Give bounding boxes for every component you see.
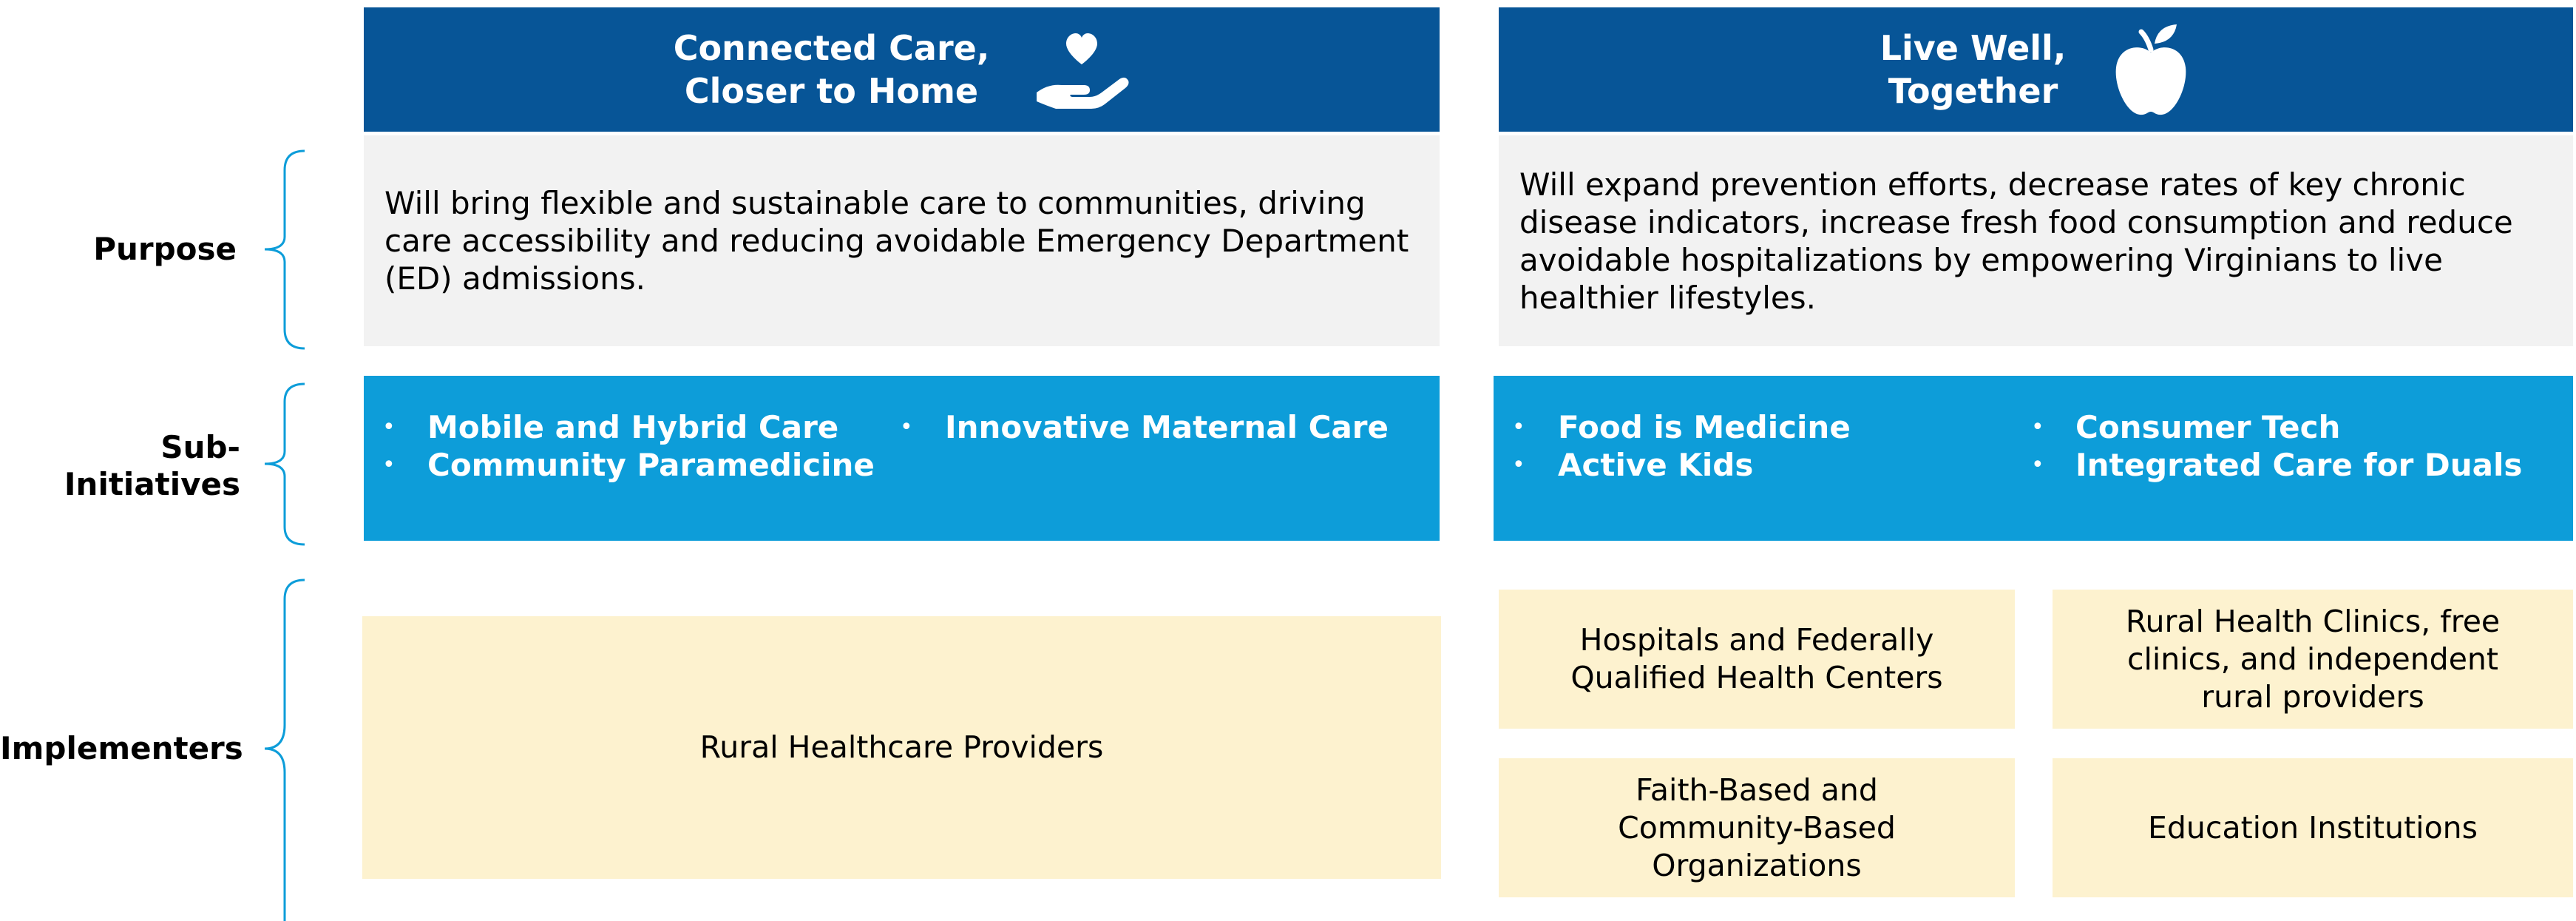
- implementer-label: Education Institutions: [2147, 809, 2478, 846]
- right-implementer-box-4: Education Institutions: [2053, 758, 2573, 897]
- right-header-title: Live Well, Together: [1880, 28, 2067, 111]
- row-label-purpose: Purpose: [93, 231, 237, 267]
- sub-initiative-item: Community Paramedicine: [427, 447, 875, 483]
- right-sub-initiatives-box: • Food is Medicine • Active Kids • Consu…: [1494, 376, 2573, 541]
- implementer-label: Hospitals and Federally Qualified Health…: [1570, 622, 1943, 695]
- implementer-label: Faith-Based and Community-Based Organiza…: [1618, 772, 1896, 883]
- left-implementer-box: Rural Healthcare Providers: [362, 616, 1441, 879]
- bullet-icon: •: [2031, 452, 2044, 478]
- left-purpose-box: Will bring flexible and sustainable care…: [364, 135, 1440, 346]
- right-header: Live Well, Together: [1499, 7, 2573, 132]
- row-label-sub-initiatives: Sub- Initiatives: [64, 429, 240, 502]
- right-implementer-box-3: Faith-Based and Community-Based Organiza…: [1499, 758, 2015, 897]
- left-header-title: Connected Care, Closer to Home: [673, 28, 990, 111]
- sub-initiative-item: Food is Medicine: [1558, 409, 1851, 445]
- right-implementer-box-1: Hospitals and Federally Qualified Health…: [1499, 590, 2015, 729]
- sub-initiative-item: Consumer Tech: [2075, 409, 2341, 445]
- sub-initiatives-brace: [264, 382, 305, 546]
- left-sub-initiatives-box: • Mobile and Hybrid Care • Community Par…: [364, 376, 1440, 541]
- row-label-implementers: Implementers: [0, 730, 243, 766]
- left-header: Connected Care, Closer to Home: [364, 7, 1440, 132]
- right-purpose-box: Will expand prevention efforts, decrease…: [1499, 135, 2573, 346]
- sub-initiative-item: Innovative Maternal Care: [945, 409, 1389, 445]
- left-purpose-text: Will bring flexible and sustainable care…: [384, 185, 1409, 297]
- bullet-icon: •: [1512, 452, 1525, 478]
- heart-hand-icon: [1037, 33, 1129, 109]
- apple-icon: [2115, 24, 2186, 115]
- right-implementer-box-2: Rural Health Clinics, free clinics, and …: [2053, 590, 2573, 729]
- bullet-icon: •: [2031, 414, 2044, 440]
- implementers-brace: [264, 578, 305, 921]
- bullet-icon: •: [382, 452, 396, 478]
- bullet-icon: •: [900, 414, 913, 440]
- purpose-brace: [264, 149, 305, 350]
- right-purpose-text: Will expand prevention efforts, decrease…: [1519, 166, 2513, 316]
- sub-initiative-item: Active Kids: [1558, 447, 1754, 483]
- implementer-label: Rural Healthcare Providers: [699, 729, 1104, 765]
- sub-initiative-item: Mobile and Hybrid Care: [427, 409, 839, 445]
- implementer-label: Rural Health Clinics, free clinics, and …: [2125, 603, 2501, 715]
- bullet-icon: •: [1512, 414, 1525, 440]
- sub-initiative-item: Integrated Care for Duals: [2075, 447, 2523, 483]
- bullet-icon: •: [382, 414, 396, 440]
